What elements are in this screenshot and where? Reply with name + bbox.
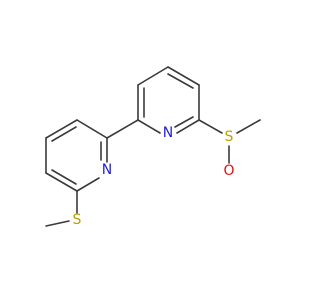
molecule-structure: N N S S O [45, 66, 261, 228]
bond-c6-n-left [76, 177, 100, 192]
bond-c2-c3-left [76, 119, 108, 139]
atom-n-right: N [163, 125, 173, 141]
bond-n-c2-right [137, 119, 161, 134]
left-pyridine-ring [45, 119, 108, 192]
methylsulfinyl-group [198, 119, 261, 164]
atom-s-thioether: S [73, 212, 82, 228]
bond-c3-c4-left-inner [51, 126, 77, 142]
bond-c4-c5-right [167, 66, 200, 86]
methylthio-group [45, 190, 78, 227]
right-pyridine-ring [137, 66, 200, 134]
bond-c6-s-right [198, 119, 223, 134]
atom-n-left: N [102, 162, 112, 178]
bond-s-methyl-right [236, 119, 261, 134]
bond-c3-c4-right [137, 66, 169, 86]
bond-c6-n-right [176, 119, 200, 134]
bond-c6-n-right-inner [174, 116, 194, 128]
atom-s-sulfoxide: S [225, 129, 234, 145]
bond-c5-c6-left-inner [51, 169, 77, 185]
bond-c4-c5-right-inner [167, 73, 194, 89]
bond-biaryl [106, 119, 139, 139]
bond-s-methyl-left [45, 220, 70, 227]
bond-c3-c4-left [45, 119, 78, 139]
atom-o-sulfoxide: O [223, 163, 234, 179]
bond-c5-c6-left [45, 172, 78, 192]
